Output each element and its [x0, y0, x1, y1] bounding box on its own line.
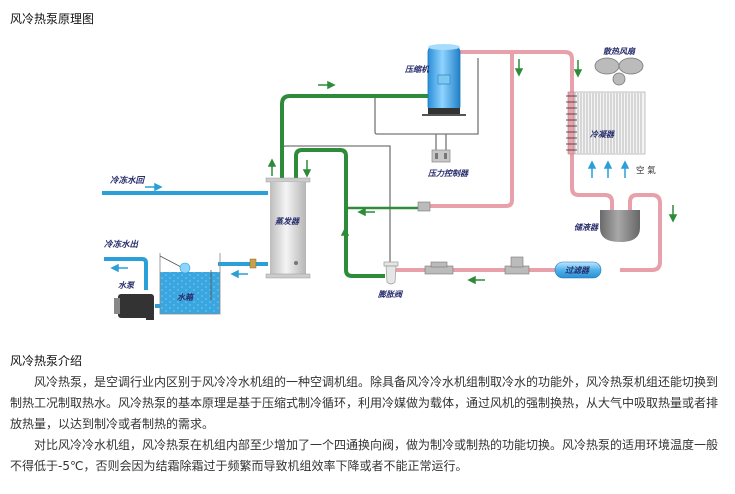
label-water-tank: 水箱 [177, 292, 195, 302]
receiver [600, 210, 640, 242]
label-filter: 过滤器 [565, 265, 590, 275]
label-pump: 水泵 [118, 280, 136, 290]
air-flow-arrows [587, 160, 630, 178]
solenoid-valve [504, 256, 530, 275]
page-title: 风冷热泵原理图 [10, 12, 95, 26]
fan [594, 57, 644, 86]
label-expansion-valve: 膨胀阀 [377, 289, 404, 299]
heat-pump-diagram: 压缩机 压力控制器 散热风扇 冷凝器 空 氣 储液器 过滤器 [102, 44, 678, 320]
water-valve [249, 258, 257, 269]
evaporator [265, 177, 311, 279]
label-fan: 散热风扇 [603, 46, 636, 56]
water-pump [114, 294, 154, 320]
intro-title: 风冷热泵介绍 [10, 354, 83, 368]
check-valve [417, 201, 431, 212]
condenser [566, 91, 646, 155]
water-tank [159, 253, 221, 315]
intro-paragraph: 风冷热泵，是空调行业内区别于风冷冷水机组的一种空调机组。除具备风冷冷水机组制取冷… [10, 375, 719, 431]
intro-paragraph: 对比风冷冷水机组，风冷热泵在机组内部至少增加了一个四通换向阀，做为制冷或制热的功… [10, 438, 719, 473]
pressure-controller [431, 149, 451, 163]
compressor [422, 44, 466, 116]
expansion-valve [383, 261, 399, 285]
label-pressure-controller: 压力控制器 [427, 168, 469, 178]
label-compressor: 压缩机 [404, 64, 430, 74]
filter [554, 261, 602, 279]
sight-glass [424, 261, 454, 275]
label-evaporator: 蒸发器 [275, 216, 300, 226]
label-condenser: 冷凝器 [590, 129, 615, 139]
flow-arrows-blue [110, 182, 248, 279]
refrigerant-suction-lines [280, 94, 428, 278]
label-chilled-water-return: 冷冻水回 [110, 175, 146, 186]
flow-arrows-green [267, 59, 678, 285]
label-receiver: 储液器 [574, 222, 599, 232]
label-chilled-water-out: 冷冻水出 [104, 239, 140, 250]
label-air: 空 氣 [636, 165, 656, 176]
